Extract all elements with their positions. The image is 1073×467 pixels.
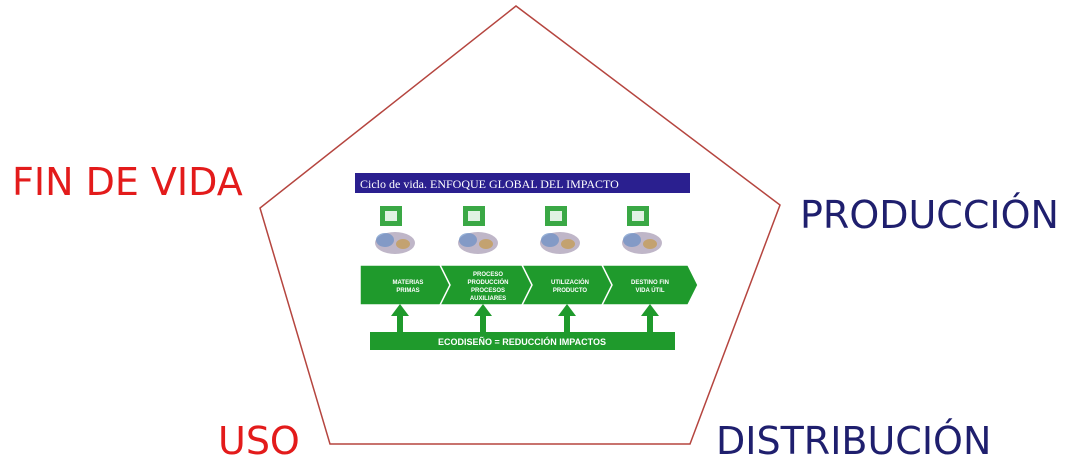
- stage-label: VIDA ÚTIL: [635, 287, 664, 294]
- recycle-icon: [622, 206, 662, 254]
- lifecycle-panel: Ciclo de vida. ENFOQUE GLOBAL DEL IMPACT…: [355, 173, 699, 355]
- stage-label: PROCESO: [473, 272, 503, 278]
- truck-icon: [540, 206, 580, 254]
- stage-chevron: MATERIAS PRIMAS: [359, 264, 457, 306]
- label-uso: USO: [218, 419, 300, 463]
- panel-title: Ciclo de vida. ENFOQUE GLOBAL DEL IMPACT…: [360, 177, 619, 191]
- stage-label: MATERIAS: [393, 280, 424, 286]
- stage-chevron: UTILIZACIÓN PRODUCTO: [520, 264, 619, 306]
- up-arrow: [474, 304, 492, 332]
- tree-icon: [375, 206, 415, 254]
- label-fin-de-vida: FIN DE VIDA: [12, 160, 243, 204]
- stage-label: UTILIZACIÓN: [551, 278, 589, 286]
- footer-bar: [370, 332, 675, 350]
- panel-background: [355, 173, 690, 355]
- label-distribucion: DISTRIBUCIÓN: [716, 419, 992, 463]
- panel-header-bar: [355, 173, 690, 193]
- up-arrow: [558, 304, 576, 332]
- stage-label: AUXILIARES: [470, 296, 506, 302]
- footer-text: ECODISEÑO = REDUCCIÓN IMPACTOS: [438, 336, 606, 347]
- stage-label: PRIMAS: [396, 288, 419, 294]
- factory-icon: [458, 206, 498, 254]
- stage-label: PRODUCCIÓN: [467, 278, 508, 286]
- up-arrow: [641, 304, 659, 332]
- label-produccion: PRODUCCIÓN: [800, 193, 1059, 237]
- stage-label: PROCESOS: [471, 288, 505, 294]
- up-arrow: [391, 304, 409, 332]
- stage-icons: [375, 206, 662, 254]
- impact-arrows: [391, 304, 659, 332]
- stage-label: PRODUCTO: [553, 288, 588, 294]
- stage-label: DESTINO FIN: [631, 280, 669, 286]
- pentagon-outline: [259, 5, 781, 445]
